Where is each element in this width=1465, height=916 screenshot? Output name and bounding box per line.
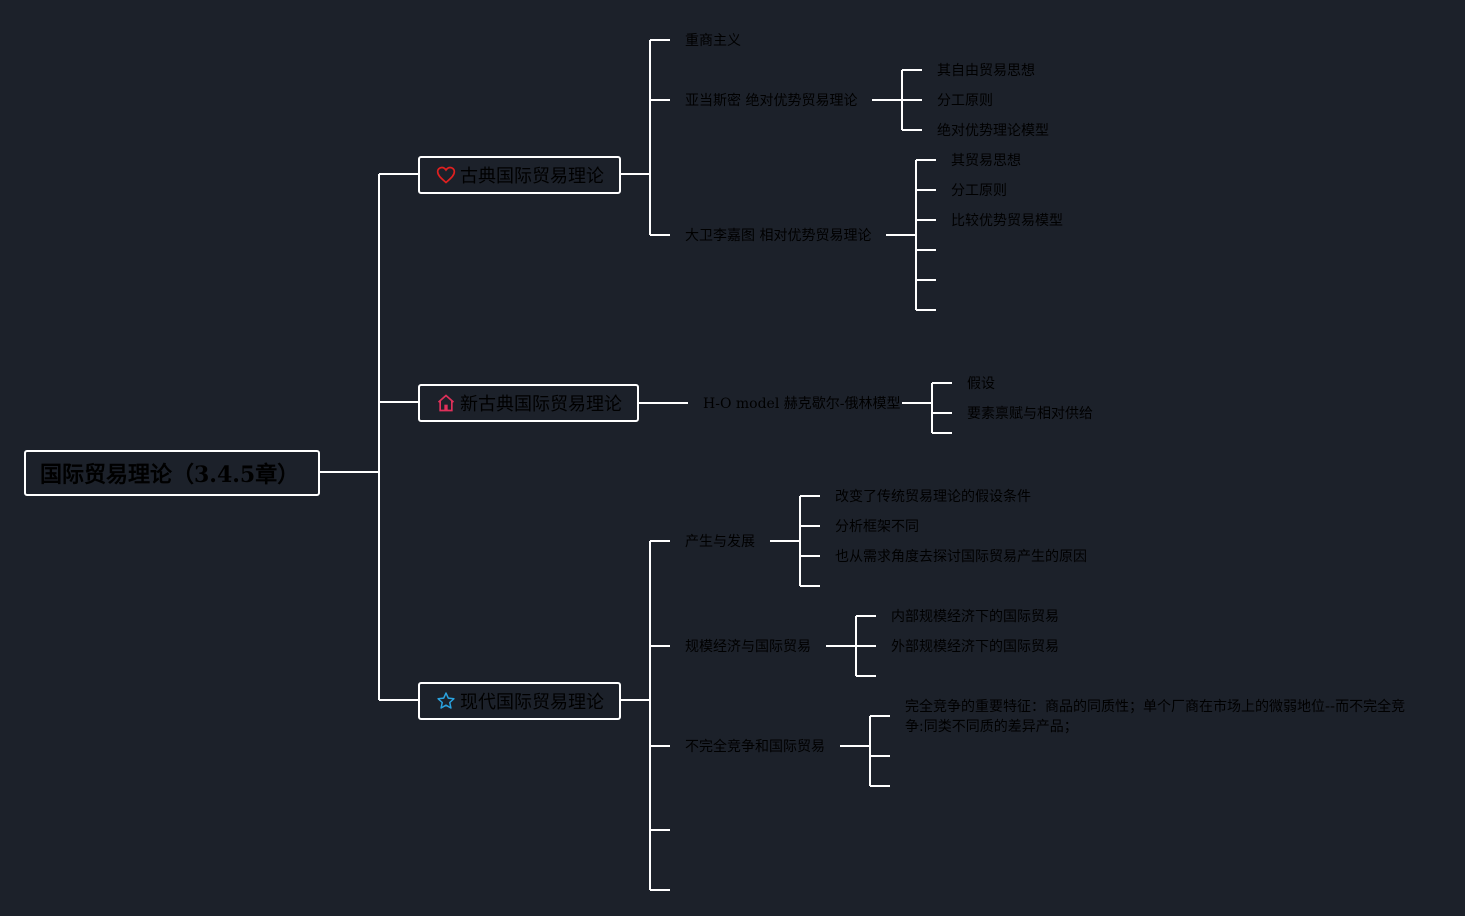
subtopic[interactable]: 比较优势贸易模型 bbox=[951, 213, 1063, 229]
subtopic[interactable]: 分工原则 bbox=[937, 93, 993, 109]
branch-label: 现代国际贸易理论 bbox=[460, 692, 604, 713]
branch-classical[interactable]: 古典国际贸易理论 bbox=[418, 156, 621, 194]
home-icon bbox=[436, 393, 456, 413]
root-topic-label: 国际贸易理论（3.4.5章） bbox=[40, 462, 300, 488]
topic-emergence[interactable]: 产生与发展 bbox=[685, 534, 755, 550]
branch-modern[interactable]: 现代国际贸易理论 bbox=[418, 682, 621, 720]
subtopic[interactable]: 其贸易思想 bbox=[951, 153, 1021, 169]
subtopic[interactable]: 要素禀赋与相对供给 bbox=[967, 406, 1093, 422]
topic-imperfect-competition[interactable]: 不完全竞争和国际贸易 bbox=[685, 739, 825, 755]
star-icon bbox=[436, 691, 456, 711]
subtopic-note[interactable]: 完全竞争的重要特征：商品的同质性；单个厂商在市场上的微弱地位--而不完全竞争:同… bbox=[905, 699, 1406, 735]
branch-label: 新古典国际贸易理论 bbox=[460, 394, 622, 415]
topic-ho-model[interactable]: H-O model 赫克歇尔-俄林模型 bbox=[703, 396, 901, 412]
topic-adam-smith[interactable]: 亚当斯密 绝对优势贸易理论 bbox=[685, 93, 858, 109]
root-topic[interactable]: 国际贸易理论（3.4.5章） bbox=[24, 450, 320, 496]
subtopic[interactable]: 绝对优势理论模型 bbox=[937, 123, 1049, 139]
topic-ricardo[interactable]: 大卫李嘉图 相对优势贸易理论 bbox=[685, 228, 872, 244]
subtopic[interactable]: 分析框架不同 bbox=[835, 519, 919, 535]
branch-neoclassical[interactable]: 新古典国际贸易理论 bbox=[418, 384, 639, 422]
subtopic[interactable]: 其自由贸易思想 bbox=[937, 63, 1035, 79]
subtopic[interactable]: 内部规模经济下的国际贸易 bbox=[891, 609, 1059, 625]
subtopic[interactable]: 改变了传统贸易理论的假设条件 bbox=[835, 489, 1031, 505]
subtopic[interactable]: 假设 bbox=[967, 376, 995, 392]
subtopic[interactable]: 外部规模经济下的国际贸易 bbox=[891, 639, 1059, 655]
topic-mercantilism[interactable]: 重商主义 bbox=[685, 33, 741, 49]
branch-label: 古典国际贸易理论 bbox=[460, 166, 604, 187]
heart-icon bbox=[436, 165, 456, 185]
subtopic[interactable]: 也从需求角度去探讨国际贸易产生的原因 bbox=[835, 549, 1087, 565]
topic-economies-of-scale[interactable]: 规模经济与国际贸易 bbox=[685, 639, 811, 655]
subtopic[interactable]: 分工原则 bbox=[951, 183, 1007, 199]
